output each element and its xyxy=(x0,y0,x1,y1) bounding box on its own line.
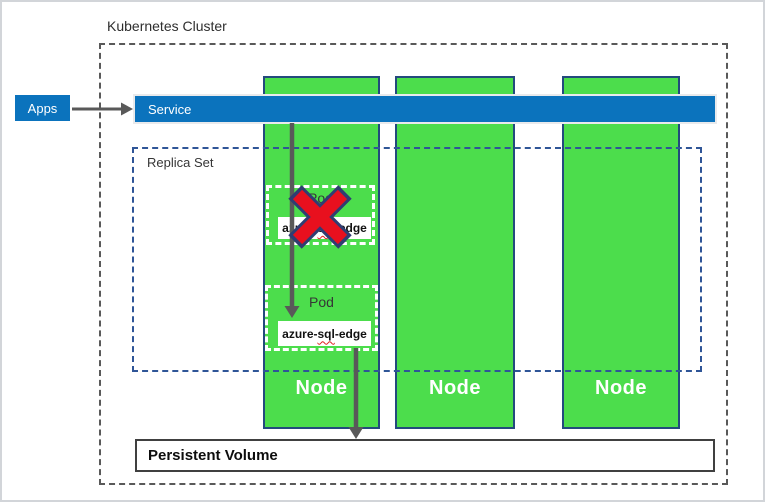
pod-1-container-label: azure-sql-edge xyxy=(278,217,371,239)
pod-2: Pod azure-sql-edge xyxy=(265,285,378,351)
replica-set-label: Replica Set xyxy=(147,155,214,170)
kubernetes-cluster-title: Kubernetes Cluster xyxy=(107,18,227,34)
pod-2-title: Pod xyxy=(309,294,334,310)
pod-2-container-suffix: -edge xyxy=(334,326,367,341)
pod-2-container-label: azure-sql-edge xyxy=(278,321,371,346)
replica-set-boundary: Replica Set xyxy=(132,147,702,372)
pod-2-container-flagged-word: sql xyxy=(317,326,335,341)
apps-box: Apps xyxy=(15,95,70,121)
pod-1-container-suffix: -edge xyxy=(334,221,367,235)
apps-label: Apps xyxy=(27,100,58,116)
pod-1-container-flagged-word: sql xyxy=(317,221,335,235)
pod-1-container-prefix: azure- xyxy=(282,221,318,235)
persistent-volume-box: Persistent Volume xyxy=(135,439,715,472)
node-2-label: Node xyxy=(429,377,481,399)
pod-1: Pod azure-sql-edge xyxy=(266,185,375,245)
persistent-volume-label: Persistent Volume xyxy=(148,447,278,464)
node-1-label: Node xyxy=(295,377,348,399)
node-3-label: Node xyxy=(595,377,647,399)
service-label: Service xyxy=(148,101,192,117)
pod-2-container-prefix: azure- xyxy=(282,326,318,341)
service-bar: Service xyxy=(135,96,715,122)
pod-1-title: Pod xyxy=(308,190,333,206)
kubernetes-cluster-boundary xyxy=(99,43,728,485)
